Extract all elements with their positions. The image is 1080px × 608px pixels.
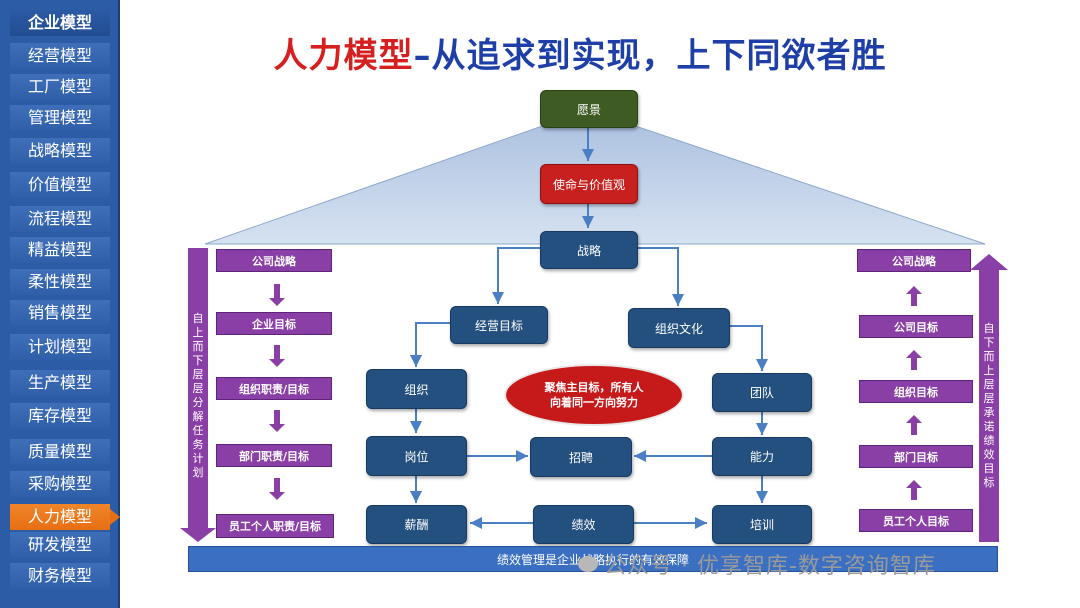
sidebar-item-enterprise-model[interactable]: 企业模型 — [10, 10, 110, 36]
page-title: 人力模型–从追求到实现，上下同欲者胜 — [200, 28, 960, 77]
node-organization: 组织 — [366, 369, 467, 409]
node-position: 岗位 — [366, 436, 467, 476]
sidebar-item-process-model[interactable]: 流程模型 — [10, 206, 110, 232]
node-org-culture: 组织文化 — [628, 308, 730, 348]
right-item-company-goal: 公司目标 — [859, 315, 973, 338]
node-business-goals: 经营目标 — [450, 306, 548, 344]
node-strategy: 战略 — [540, 231, 638, 269]
node-mission-values: 使命与价值观 — [540, 164, 638, 204]
sidebar-item-procurement-model[interactable]: 采购模型 — [10, 471, 110, 497]
watermark: 公众号 · 优享智库-数字咨询智库 — [604, 554, 936, 579]
title-part-red: 人力模型 — [273, 36, 414, 76]
sidebar-item-business-model[interactable]: 经营模型 — [10, 43, 110, 69]
left-item-enterprise-goal: 企业目标 — [216, 312, 332, 335]
right-item-employee-goal: 员工个人目标 — [859, 509, 973, 532]
sidebar-item-rnd-model[interactable]: 研发模型 — [10, 532, 110, 558]
node-team: 团队 — [712, 373, 812, 412]
active-indicator-arrow-icon — [110, 509, 120, 525]
node-training: 培训 — [712, 505, 812, 544]
right-vertical-label: 自下而上层层承诺绩效目标 — [983, 322, 995, 489]
sidebar-item-lean-model[interactable]: 精益模型 — [10, 237, 110, 263]
sidebar-item-sales-model[interactable]: 销售模型 — [10, 300, 110, 326]
sidebar-item-inventory-model[interactable]: 库存模型 — [10, 403, 110, 429]
title-part-blue: –从追求到实现，上下同欲者胜 — [413, 36, 887, 76]
left-vertical-label: 自上而下层层分解任务计划 — [192, 312, 204, 479]
sidebar-item-management-model[interactable]: 管理模型 — [10, 105, 110, 131]
sidebar-item-flexible-model[interactable]: 柔性模型 — [10, 269, 110, 295]
node-salary: 薪酬 — [366, 505, 467, 544]
right-item-company-strategy: 公司战略 — [857, 249, 971, 272]
node-vision: 愿景 — [540, 90, 638, 128]
sidebar-item-hr-model[interactable]: 人力模型 — [10, 504, 120, 530]
sidebar: 企业模型 经营模型 工厂模型 管理模型 战略模型 价值模型 流程模型 精益模型 … — [0, 0, 120, 608]
sidebar-item-value-model[interactable]: 价值模型 — [10, 172, 110, 198]
right-item-org-goal: 组织目标 — [859, 380, 973, 403]
sidebar-item-finance-model[interactable]: 财务模型 — [10, 563, 110, 589]
node-capability: 能力 — [712, 437, 812, 476]
sidebar-item-planning-model[interactable]: 计划模型 — [10, 334, 110, 360]
left-item-dept-duties: 部门职责/目标 — [216, 444, 332, 467]
sidebar-item-quality-model[interactable]: 质量模型 — [10, 439, 110, 465]
right-item-dept-goal: 部门目标 — [859, 445, 973, 468]
sidebar-item-factory-model[interactable]: 工厂模型 — [10, 74, 110, 100]
node-performance: 绩效 — [533, 505, 634, 544]
node-recruitment: 招聘 — [530, 437, 632, 477]
ellipse-line-2: 向着同一方向努力 — [550, 396, 638, 409]
sidebar-item-label: 人力模型 — [27, 507, 92, 526]
left-item-employee-duties: 员工个人职责/目标 — [216, 514, 334, 538]
sidebar-item-strategy-model[interactable]: 战略模型 — [10, 138, 110, 164]
sidebar-item-production-model[interactable]: 生产模型 — [10, 370, 110, 396]
focus-goal-ellipse: 聚焦主目标，所有人 向着同一方向努力 — [504, 364, 684, 426]
left-item-company-strategy: 公司战略 — [216, 249, 332, 272]
wechat-icon — [578, 556, 598, 572]
left-item-org-duties: 组织职责/目标 — [216, 377, 332, 400]
ellipse-line-1: 聚焦主目标，所有人 — [544, 381, 644, 394]
